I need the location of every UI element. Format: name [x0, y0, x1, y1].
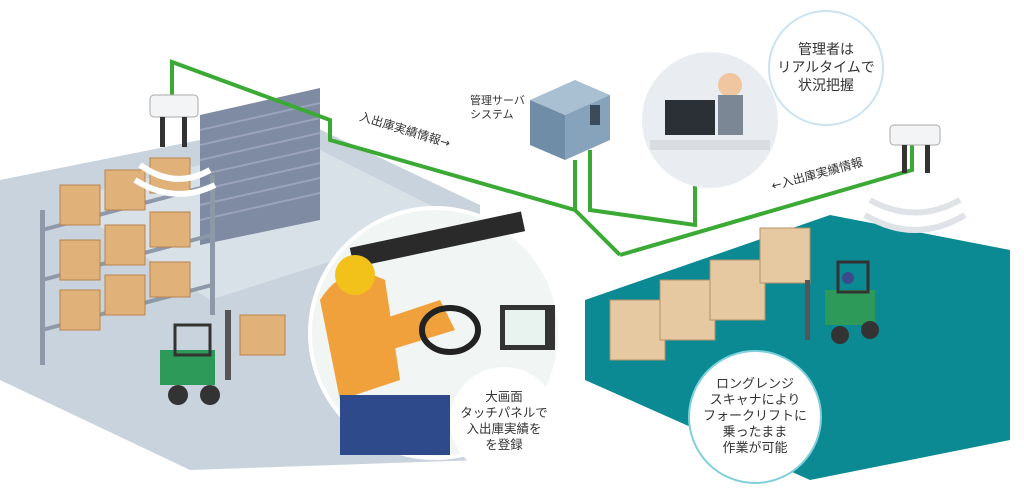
pallet-stacks — [609, 227, 811, 361]
server-label: 管理サーバ システム — [470, 94, 525, 121]
storage-rack — [40, 157, 215, 365]
server-cabinet — [530, 80, 610, 160]
right-scanner-icon — [863, 124, 967, 233]
network-lines — [170, 59, 914, 257]
left-scanner-icon — [133, 94, 217, 197]
right-forklift — [805, 260, 879, 344]
longrange-note: ロングレンジ スキャナにより フォークリフトに 乗ったまま 作業が可能 — [688, 350, 822, 484]
manager-scene — [642, 52, 778, 188]
left-forklift — [160, 310, 286, 405]
manager-bubble: 管理者は リアルタイムで 状況把握 — [768, 10, 884, 126]
touch-panel-note: 大画面 タッチパネルで 入出庫実績を を登録 — [450, 367, 558, 475]
